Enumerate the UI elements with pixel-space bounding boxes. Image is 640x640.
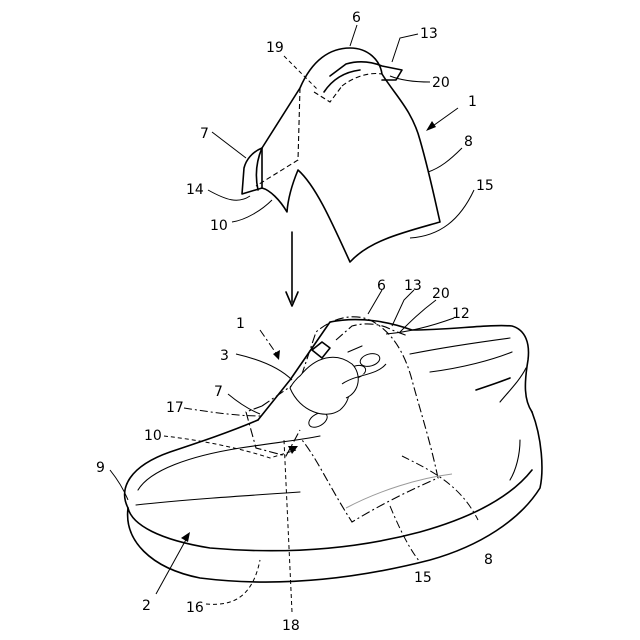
label-shoe-6: 6 <box>377 278 386 294</box>
label-shoe-8: 8 <box>484 552 493 568</box>
label-shoe-16: 16 <box>186 600 204 616</box>
label-top-8: 8 <box>464 134 473 150</box>
label-top-20: 20 <box>432 75 450 91</box>
label-top-13: 13 <box>420 26 438 42</box>
detached-cover-member <box>242 48 440 262</box>
label-shoe-9: 9 <box>96 460 105 476</box>
label-shoe-7: 7 <box>214 384 223 400</box>
label-top-1: 1 <box>468 94 477 110</box>
shoe <box>125 317 542 582</box>
lace <box>290 352 386 431</box>
label-shoe-10: 10 <box>144 428 162 444</box>
label-top-6: 6 <box>352 10 361 26</box>
label-shoe-12: 12 <box>452 306 470 322</box>
label-shoe-18: 18 <box>282 618 300 634</box>
label-shoe-17: 17 <box>166 400 184 416</box>
label-top-19: 19 <box>266 40 284 56</box>
label-shoe-2: 2 <box>142 598 151 614</box>
reference-numerals: 6 13 19 20 1 7 8 14 15 10 6 13 20 12 1 3… <box>96 10 494 634</box>
top-leaders <box>208 25 474 238</box>
shoe-leaders <box>110 290 478 612</box>
label-top-15: 15 <box>476 178 494 194</box>
label-top-10: 10 <box>210 218 228 234</box>
label-shoe-20: 20 <box>432 286 450 302</box>
label-shoe-1: 1 <box>236 316 245 332</box>
label-shoe-15: 15 <box>414 570 432 586</box>
label-top-14: 14 <box>186 182 204 198</box>
down-arrow <box>286 232 298 306</box>
label-top-7: 7 <box>200 126 209 142</box>
label-shoe-3: 3 <box>220 348 229 364</box>
label-shoe-13: 13 <box>404 278 422 294</box>
